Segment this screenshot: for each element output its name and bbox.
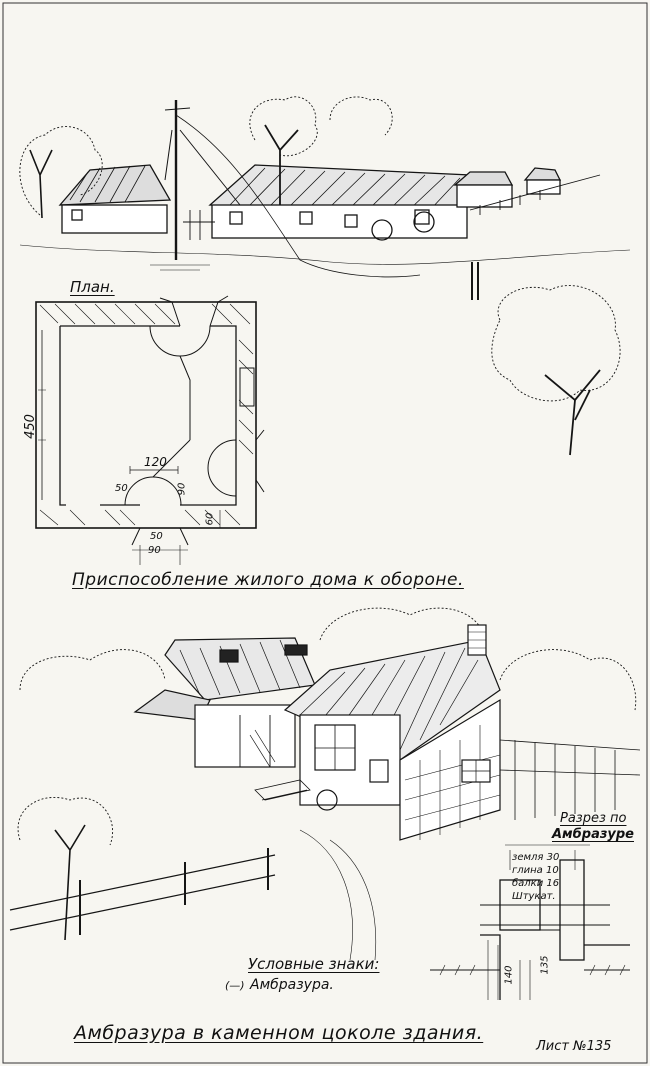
section-layer-earth: земля 30	[512, 852, 560, 863]
sheet-number: Лист №135	[536, 1039, 612, 1054]
legend-embrasure-label: Амбразура.	[250, 977, 334, 993]
section-dimension-135: 135	[539, 955, 551, 975]
legend-embrasure-symbol: (—)	[225, 979, 245, 992]
legend-title: Условные знаки:	[248, 955, 380, 973]
section-layer-plaster: Штукат.	[512, 891, 556, 902]
plan-dimension-50-bottom: 50	[150, 531, 163, 542]
stone-base-house-sketch	[9, 607, 641, 961]
plan-title: План.	[70, 278, 115, 296]
plan-dimension-450: 450	[22, 414, 38, 439]
plan-dimension-120: 120	[144, 455, 167, 469]
village-house-sketch	[19, 96, 631, 456]
section-title-line1: Разрез по	[560, 811, 627, 826]
plan-dimension-90-bottom: 90	[148, 545, 161, 556]
caption-top: Приспособление жилого дома к обороне.	[72, 570, 464, 590]
plan-dimension-90-right: 90	[176, 482, 188, 496]
section-detail-drawing	[430, 844, 630, 1000]
caption-bottom: Амбразура в каменном цоколе здания.	[74, 1022, 484, 1044]
plan-wall-hatch	[39, 303, 254, 526]
plan-drawing	[35, 295, 265, 565]
plan-dimension-60: 60	[204, 512, 216, 526]
section-layer-clay: глина 10	[512, 865, 559, 876]
section-dimension-140: 140	[503, 965, 515, 985]
section-title-line2: Амбразуре	[552, 827, 634, 842]
plan-dimension-50-left: 50	[115, 483, 128, 494]
section-layer-beams: балки 16	[512, 878, 560, 889]
